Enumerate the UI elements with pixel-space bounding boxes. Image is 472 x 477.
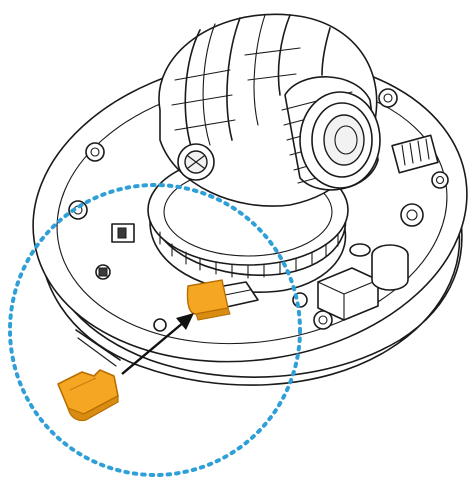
tilt-screw [177,143,215,181]
reset-switch [111,223,135,243]
microsd-slot [75,279,259,367]
camera-lens [281,76,381,191]
microsd-card-icon [57,369,119,422]
screw-holes [68,88,449,332]
camera-head [158,13,381,207]
board-components [317,243,409,321]
insert-arrow-icon [121,313,194,375]
highlight-circle [8,183,302,477]
terminal-connector [391,134,439,174]
